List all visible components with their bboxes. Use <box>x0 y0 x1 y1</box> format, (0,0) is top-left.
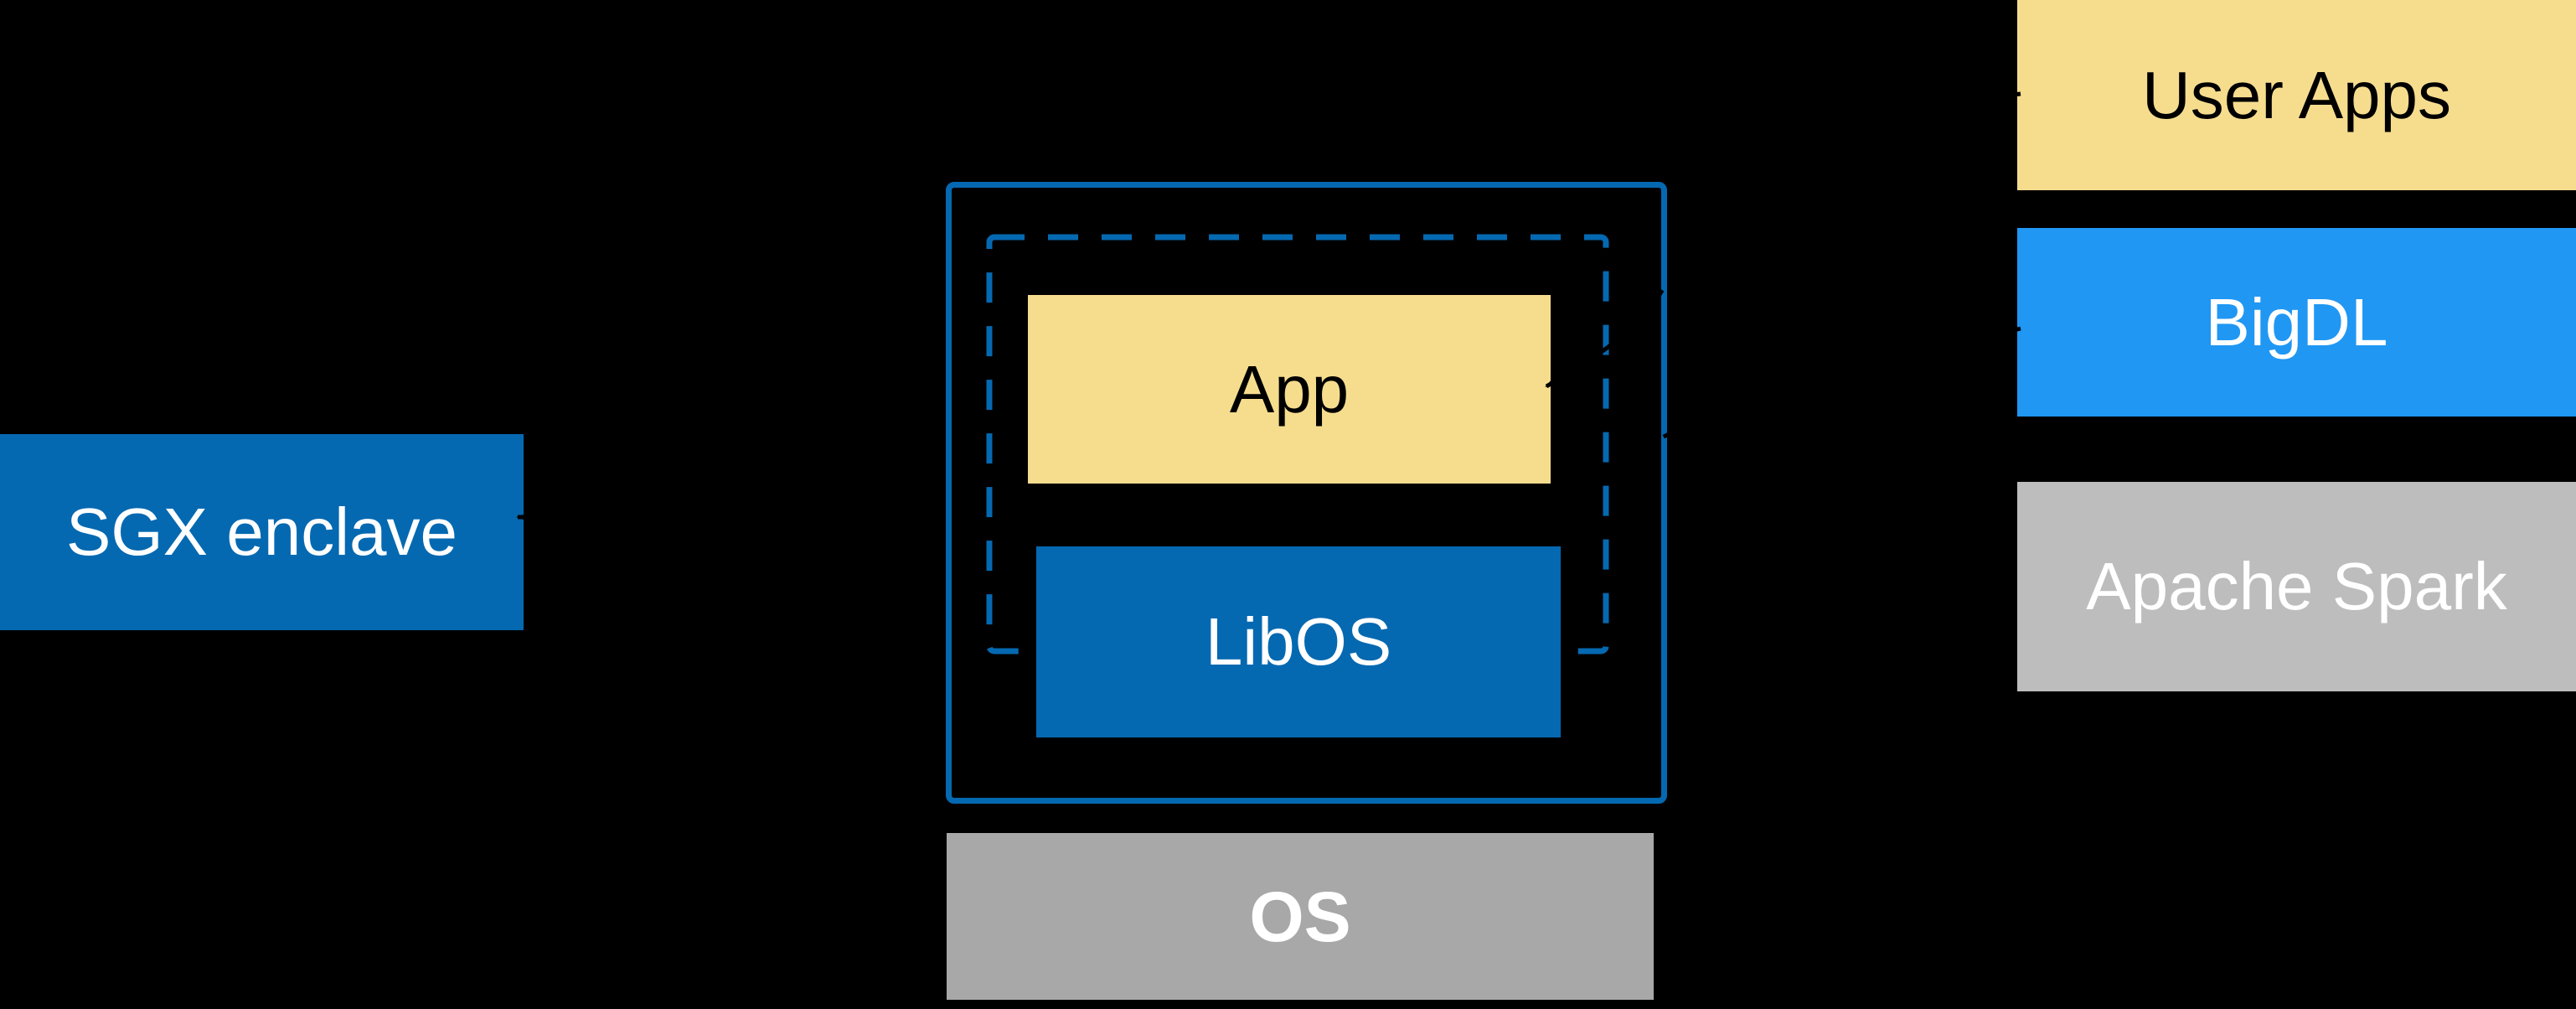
apache-spark-label: Apache Spark <box>2086 549 2507 624</box>
os-label: OS <box>1249 877 1351 956</box>
libos-label: LibOS <box>1205 604 1392 679</box>
os-box: OS <box>947 833 1654 1000</box>
sgx-enclave-label-box: SGX enclave <box>0 434 524 630</box>
user-apps-label: User Apps <box>2141 57 2452 132</box>
apache-spark-box: Apache Spark <box>2017 482 2576 691</box>
app-label: App <box>1229 351 1350 427</box>
bigdl-box: BigDL <box>2017 228 2576 417</box>
dashed-enclave-boundary <box>986 234 1609 655</box>
bigdl-label: BigDL <box>2205 284 2388 360</box>
app-box: App <box>1028 295 1551 484</box>
enclave-outline-border <box>946 182 1667 804</box>
user-apps-box: User Apps <box>2017 0 2576 190</box>
arrow-userapps-to-app-icon <box>1545 91 2021 389</box>
arrow-bigdl-to-enclave-icon <box>1622 326 2021 462</box>
sgx-enclave-label: SGX enclave <box>66 494 457 569</box>
libos-box: LibOS <box>1036 546 1561 737</box>
